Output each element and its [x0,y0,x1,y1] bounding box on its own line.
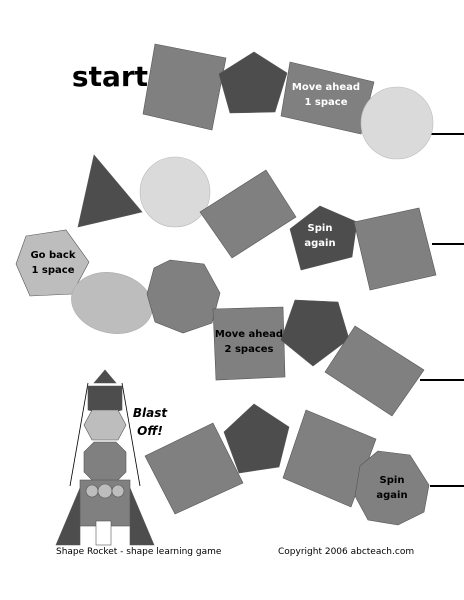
square-space[interactable] [282,409,377,508]
triangle-space[interactable] [77,154,143,228]
rocket-wing-right [129,487,155,546]
label-line: again [376,490,408,501]
pentagon-space[interactable] [280,299,350,367]
label-line: 2 spaces [224,344,274,355]
footer-title: Shape Rocket - shape learning game [56,547,222,557]
label-line: Spin [379,475,405,486]
square-space[interactable] [144,422,244,515]
rocket-window-circle [85,484,99,498]
rocket-door [95,520,112,546]
footer-copyright: Copyright 2006 abcteach.com [278,547,415,557]
rocket-wing-left [55,487,81,546]
pentagon-space-spin-again[interactable] [289,205,358,271]
label-line: 1 space [304,97,348,108]
pentagon-space[interactable] [218,51,288,114]
rocket-octagon [83,441,127,483]
rocket-nose-triangle [93,369,117,384]
rocket-window-circle [111,484,125,498]
start-label: start [71,60,149,93]
label-line: 1 space [31,265,75,276]
rocket-outline [69,382,89,487]
label-line: Go back [30,250,76,261]
pentagon-space[interactable] [223,403,290,474]
octagon-space[interactable] [146,259,221,334]
rocket-outline [121,382,141,487]
circle-space[interactable] [139,156,211,228]
square-space[interactable] [142,43,227,131]
caption-line: Blast [132,406,168,420]
blast-off-caption: Blast Off! [127,404,173,440]
rocket [55,369,155,546]
square-space[interactable] [324,325,425,417]
square-space[interactable] [199,169,297,259]
label-line: Move ahead [214,329,284,340]
move-ahead-2-label: Move ahead 2 spaces [211,327,287,357]
caption-line: Off! [137,424,163,438]
spin-again-label: Spin again [296,221,344,251]
spin-again-2-label: Spin again [368,473,416,503]
square-space-move-ahead-1[interactable] [280,61,375,135]
label-line: Spin [307,223,333,234]
square-space[interactable] [353,207,437,291]
label-line: Move ahead [291,82,361,93]
square-space-move-ahead-2[interactable] [212,306,286,381]
go-back-1-label: Go back 1 space [23,248,83,278]
label-line: again [304,238,336,249]
circle-space[interactable] [360,86,434,160]
rocket-window-circle [97,483,113,499]
rocket-hexagon [83,409,127,441]
octagon-space-spin-again[interactable] [354,450,430,526]
move-ahead-1-label: Move ahead 1 space [286,80,366,110]
